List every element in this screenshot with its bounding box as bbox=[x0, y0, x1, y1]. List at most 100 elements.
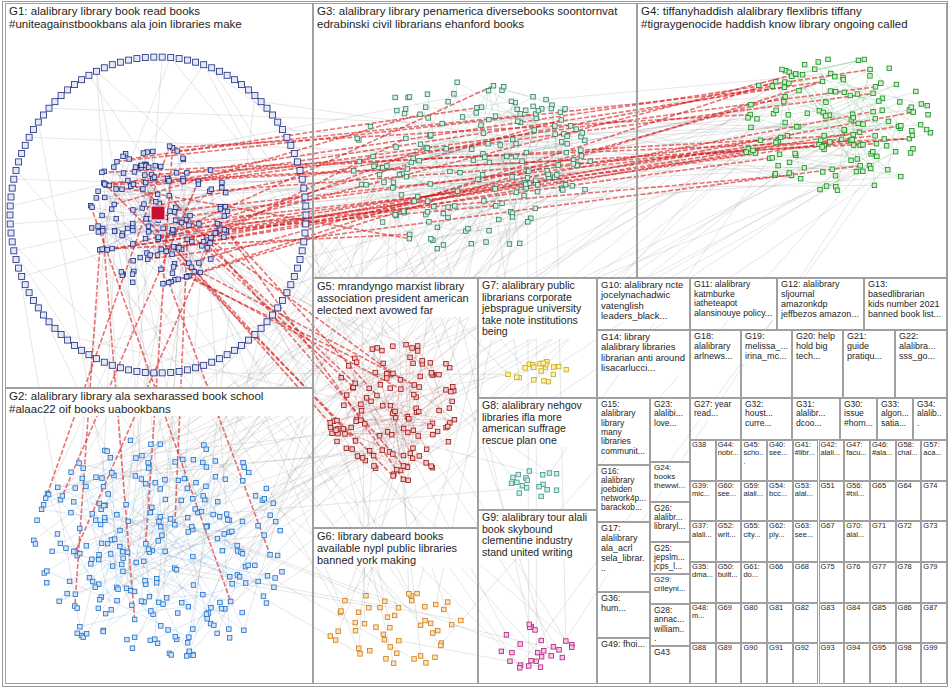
group-label: G82 bbox=[794, 604, 818, 612]
inter-link bbox=[536, 118, 537, 661]
vertex-icon bbox=[873, 134, 878, 139]
vertex-icon bbox=[184, 57, 190, 63]
vertex-icon bbox=[141, 187, 146, 192]
group-label: G4: tiffanyhaddish alalibrary flexlibris… bbox=[638, 4, 946, 31]
vertex-icon bbox=[93, 585, 98, 590]
vertex-icon bbox=[131, 242, 136, 247]
vertex-icon bbox=[542, 379, 547, 384]
vertex-icon bbox=[371, 154, 376, 159]
group-label: G89 bbox=[717, 644, 741, 652]
group-label: G36: hum... bbox=[598, 593, 649, 615]
group-box: G11: alalibrary katmburke iatheteapot al… bbox=[690, 278, 777, 330]
vertex-icon bbox=[40, 112, 46, 118]
vertex-icon bbox=[506, 372, 511, 377]
inter-link bbox=[104, 145, 860, 505]
vertex-icon bbox=[833, 90, 838, 95]
vertex-icon bbox=[96, 606, 101, 611]
vertex-icon bbox=[399, 193, 404, 198]
vertex-icon bbox=[176, 478, 181, 483]
vertex-icon bbox=[67, 579, 72, 584]
group-label: G53: alal... bbox=[794, 482, 818, 499]
vertex-icon bbox=[107, 183, 112, 188]
vertex-icon bbox=[816, 60, 821, 64]
vertex-icon bbox=[184, 654, 189, 659]
vertex-icon bbox=[303, 221, 309, 227]
vertex-icon bbox=[398, 378, 403, 383]
group-box: G26: alalibr... libraryl... bbox=[650, 502, 690, 542]
vertex-icon bbox=[168, 209, 173, 214]
inter-link bbox=[57, 162, 489, 533]
vertex-icon bbox=[520, 483, 525, 488]
vertex-icon bbox=[423, 618, 428, 623]
group-label: G60: see... bbox=[717, 482, 741, 499]
vertex-icon bbox=[871, 149, 876, 154]
vertex-icon bbox=[265, 574, 270, 579]
vertex-icon bbox=[794, 125, 799, 130]
vertex-icon bbox=[297, 168, 303, 174]
vertex-icon bbox=[96, 557, 101, 562]
vertex-icon bbox=[16, 265, 22, 271]
inter-link bbox=[44, 127, 797, 505]
group-label: G8: alalibrary nehgov libraries ifla mor… bbox=[479, 399, 596, 447]
vertex-icon bbox=[69, 470, 74, 475]
vertex-icon bbox=[191, 583, 196, 588]
vertex-icon bbox=[511, 475, 516, 480]
vertex-icon bbox=[126, 178, 131, 183]
vertex-icon bbox=[798, 176, 803, 181]
vertex-icon bbox=[209, 235, 214, 240]
vertex-icon bbox=[428, 424, 433, 429]
vertex-icon bbox=[288, 142, 294, 148]
vertex-icon bbox=[813, 67, 818, 72]
vertex-icon bbox=[149, 442, 154, 447]
vertex-icon bbox=[450, 399, 455, 404]
vertex-icon bbox=[55, 485, 60, 490]
vertex-icon bbox=[851, 132, 856, 137]
vertex-icon bbox=[486, 142, 491, 147]
vertex-icon bbox=[887, 66, 892, 71]
vertex-icon bbox=[173, 460, 178, 465]
vertex-icon bbox=[109, 362, 115, 368]
strong-link bbox=[102, 234, 410, 249]
strong-link bbox=[104, 160, 574, 183]
group-label: G33: algon... satia... bbox=[878, 399, 912, 429]
vertex-icon bbox=[185, 274, 190, 279]
inter-link bbox=[79, 167, 114, 463]
vertex-icon bbox=[425, 146, 430, 151]
strong-link bbox=[176, 152, 746, 247]
vertex-icon bbox=[185, 641, 190, 646]
vertex-icon bbox=[217, 68, 223, 74]
vertex-icon bbox=[351, 386, 356, 391]
vertex-icon bbox=[144, 482, 149, 487]
vertex-icon bbox=[850, 138, 855, 143]
group-box: G5: mrandyngo marxist library associatio… bbox=[313, 278, 478, 528]
vertex-icon bbox=[102, 515, 107, 520]
vertex-icon bbox=[378, 605, 383, 610]
group-box: G36: hum... bbox=[597, 592, 650, 638]
vertex-icon bbox=[875, 154, 880, 159]
vertex-icon bbox=[45, 581, 50, 586]
vertex-icon bbox=[118, 528, 123, 533]
group-label: G3: alalibrary library penamerica divers… bbox=[314, 4, 636, 31]
inter-link bbox=[155, 220, 187, 640]
group-box: G46: #ala... bbox=[870, 440, 896, 481]
vertex-icon bbox=[335, 418, 340, 423]
vertex-icon bbox=[394, 145, 399, 150]
group-label: G37: alali... bbox=[691, 522, 715, 539]
vertex-icon bbox=[821, 170, 826, 175]
vertex-icon bbox=[139, 599, 144, 604]
vertex-icon bbox=[401, 477, 406, 482]
strong-link bbox=[102, 139, 909, 173]
group-box: G15: alalibrary library many libraries c… bbox=[597, 398, 650, 465]
vertex-icon bbox=[168, 55, 174, 61]
vertex-icon bbox=[120, 233, 125, 238]
vertex-icon bbox=[368, 124, 373, 129]
vertex-icon bbox=[884, 144, 889, 149]
inter-link bbox=[493, 86, 775, 174]
vertex-icon bbox=[100, 213, 105, 218]
vertex-icon bbox=[437, 372, 442, 377]
vertex-icon bbox=[424, 661, 429, 666]
vertex-icon bbox=[64, 546, 68, 551]
vertex-icon bbox=[435, 246, 440, 251]
vertex-icon bbox=[360, 456, 365, 461]
vertex-icon bbox=[109, 62, 115, 68]
